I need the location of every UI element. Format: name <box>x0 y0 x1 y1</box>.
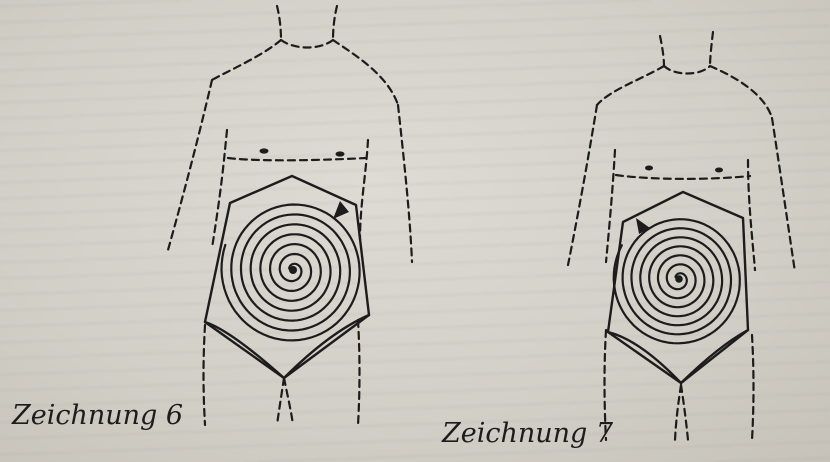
figure-7-left-shoulder <box>597 66 664 105</box>
figure-6-left-nipple <box>260 148 269 153</box>
figure-7-collar <box>664 66 710 74</box>
figure-6-left-leg-outer <box>204 325 206 425</box>
figure-6-torso <box>168 6 412 425</box>
figure-7-left-outer-arm <box>568 105 597 265</box>
figure-7-hip-line <box>608 330 748 383</box>
figure-6-chest-line <box>228 158 366 160</box>
figure-7-neck-left <box>660 36 664 66</box>
figure-7-left-nipple <box>645 166 653 171</box>
figure-6-right-leg-inner <box>284 378 293 425</box>
figure-7-right-nipple <box>715 168 723 173</box>
figure-6-collar <box>281 40 333 48</box>
figure-6-spiral-center-dot <box>289 266 297 274</box>
figure-7-spiral-center-dot <box>675 275 683 283</box>
figure-6-right-torso-side <box>360 140 368 240</box>
figure-7-right-shoulder <box>710 66 772 118</box>
figure-7-chest-line <box>616 175 750 179</box>
figure-6-abdomen-outline <box>205 176 369 378</box>
figure-7-left-torso-side <box>606 150 615 262</box>
figure-7-left-leg-inner <box>675 385 681 440</box>
figure-6-left-shoulder <box>212 40 281 80</box>
figure-6-right-outer-arm <box>398 105 412 262</box>
figure-7-right-leg-inner <box>681 385 688 440</box>
figure-6-neck-left <box>277 6 281 40</box>
figure-6-left-leg-inner <box>277 378 284 425</box>
figure-6-left-outer-arm <box>168 80 212 250</box>
figure-7-torso <box>568 32 795 440</box>
figure-7-neck-right <box>710 32 713 66</box>
figure-7-right-leg-outer <box>752 335 754 440</box>
figure-7-caption: Zeichnung 7 <box>442 418 613 449</box>
figure-6-neck-right <box>333 6 337 40</box>
figure-7-right-outer-arm <box>772 118 795 272</box>
figure-6-caption: Zeichnung 6 <box>12 400 183 431</box>
figure-6-right-leg-outer <box>358 320 360 425</box>
figure-6-hip-line <box>205 315 369 378</box>
figure-7-dashed-outline <box>568 32 795 440</box>
figure-6-right-nipple <box>336 151 345 156</box>
figure-7-abdomen-outline <box>608 192 748 383</box>
figure-6-right-shoulder <box>333 40 398 105</box>
figure-6-spiral-arrow <box>333 201 349 219</box>
figure-7-spiral-arrow <box>636 218 650 234</box>
